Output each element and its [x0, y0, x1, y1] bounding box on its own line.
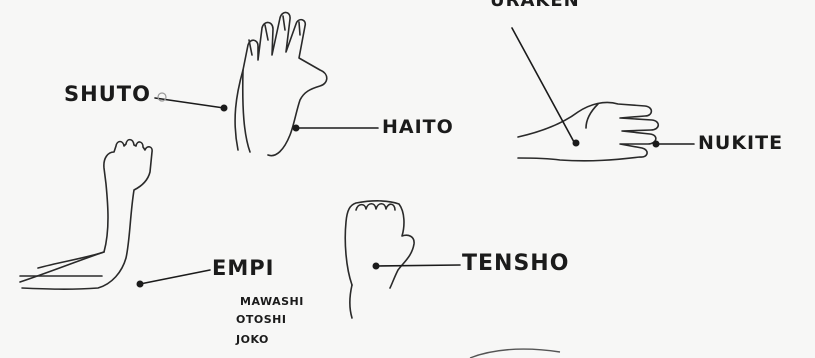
label-empi: EMPI — [212, 258, 274, 279]
label-empi-joko: JOKO — [236, 334, 269, 345]
label-tensho: TENSHO — [462, 253, 569, 275]
bottom-pencil-stroke — [470, 349, 560, 358]
tensho-pointer-line — [376, 265, 460, 266]
empi-point — [137, 281, 144, 288]
spear-hand-drawing — [518, 102, 658, 160]
tensho-point — [373, 263, 380, 270]
uraken-pointer-line — [512, 28, 574, 142]
label-uraken: URAKEN — [490, 0, 580, 10]
shuto-point — [221, 105, 228, 112]
elbow-drawing — [20, 140, 152, 290]
open-hand-drawing — [235, 12, 327, 155]
label-shuto: SHUTO — [64, 84, 151, 105]
label-haito: HAITO — [382, 118, 454, 137]
fist-drawing — [345, 201, 414, 318]
uraken-point — [573, 140, 580, 147]
label-nukite: NUKITE — [698, 134, 783, 153]
empi-pointer-line — [140, 270, 210, 284]
haito-point — [293, 125, 300, 132]
label-empi-otoshi: OTOSHI — [236, 314, 286, 325]
nukite-point — [653, 141, 660, 148]
label-empi-mawashi: MAWASHI — [240, 296, 304, 307]
